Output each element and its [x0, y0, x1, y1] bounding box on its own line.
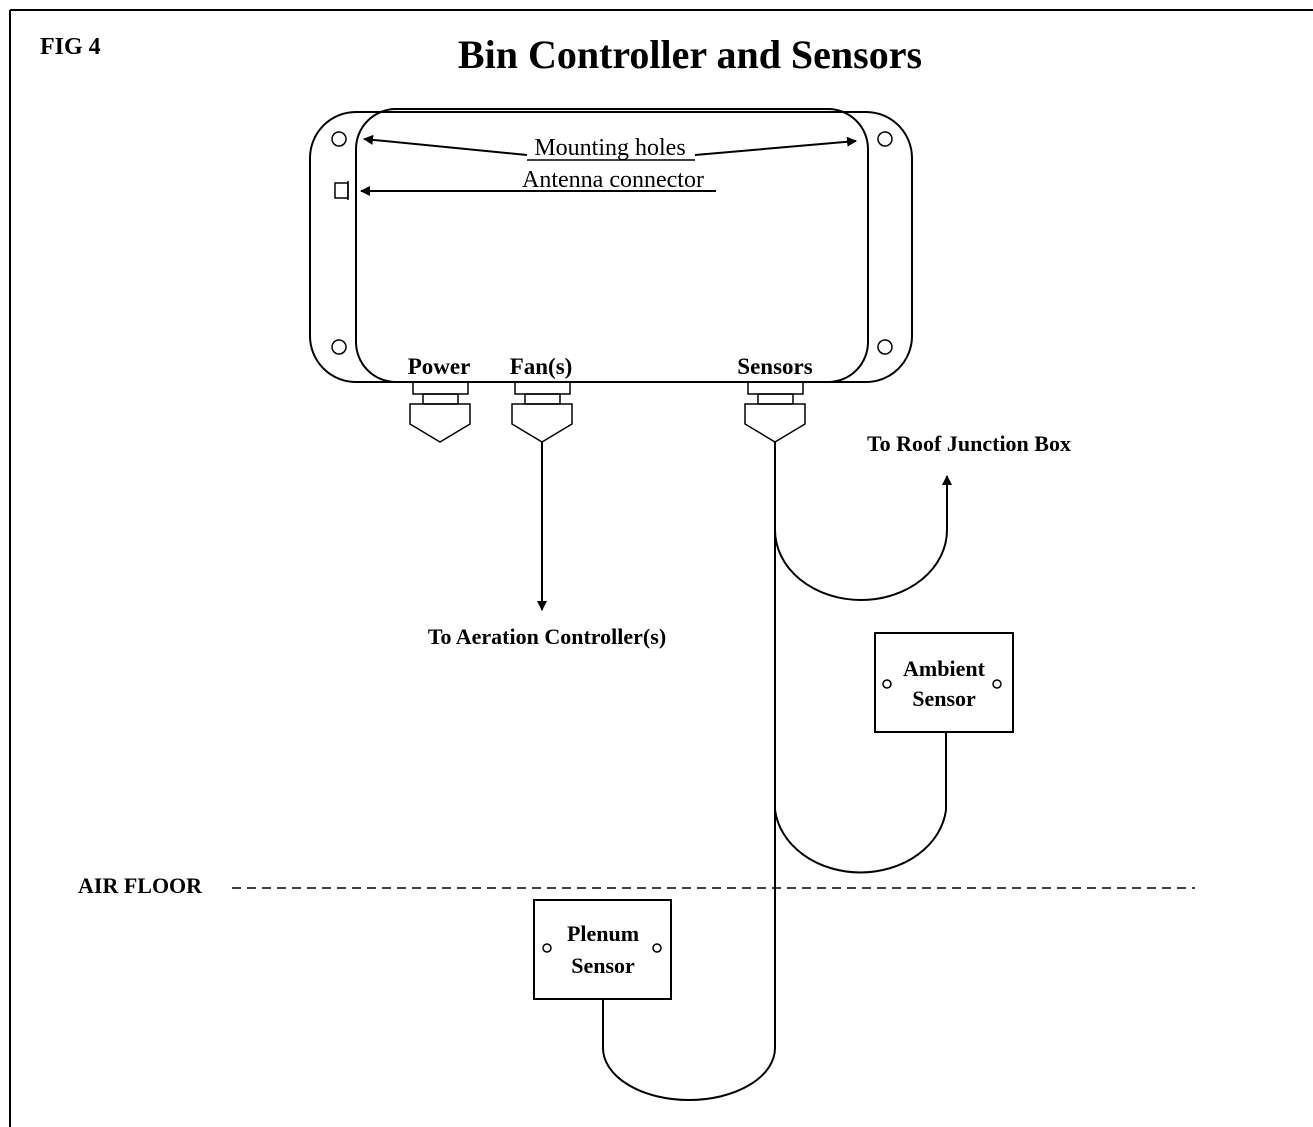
figure-label: FIG 4 [40, 34, 101, 60]
mounting-hole-top-right [877, 131, 893, 147]
ambient-sensor-cable [774, 732, 947, 874]
air-floor: AIR FLOOR [78, 873, 1195, 898]
air-floor-label: AIR FLOOR [78, 873, 203, 898]
plenum-sensor: Plenum Sensor [533, 899, 672, 1000]
mounting-holes-label: Mounting holes [534, 135, 685, 161]
figure-frame [9, 9, 1313, 1127]
diagram-title: Bin Controller and Sensors [458, 32, 922, 77]
mounting-hole-bottom-right [877, 339, 893, 355]
mounting-hole-top-left [331, 131, 347, 147]
power-port-label: Power [408, 354, 471, 379]
plenum-sensor-label-line1: Plenum [567, 921, 639, 946]
ambient-sensor-label-line1: Ambient [903, 656, 986, 681]
aeration-destination-label: To Aeration Controller(s) [428, 624, 666, 649]
roof-junction-destination-label: To Roof Junction Box [867, 431, 1071, 456]
plenum-sensor-cable [602, 999, 776, 1101]
roof-junction-cable: To Roof Junction Box [774, 431, 1071, 601]
mounting-holes-callout: Mounting holes [363, 134, 857, 161]
antenna-connector-callout: Antenna connector [334, 167, 716, 200]
antenna-connector [334, 182, 349, 199]
controller-enclosure [309, 108, 913, 383]
mounting-holes [331, 131, 893, 355]
power-port: Power [408, 354, 471, 443]
ambient-sensor-label-line2: Sensor [912, 686, 976, 711]
plenum-sensor-label-line2: Sensor [571, 953, 635, 978]
sensors-port: Sensors [737, 354, 813, 443]
aeration-cable: To Aeration Controller(s) [428, 442, 666, 649]
antenna-connector-label: Antenna connector [522, 167, 704, 193]
fans-port-label: Fan(s) [510, 354, 573, 379]
mounting-hole-bottom-left [331, 339, 347, 355]
sensors-port-label: Sensors [737, 354, 812, 379]
ambient-sensor: Ambient Sensor [874, 632, 1014, 733]
fans-port: Fan(s) [510, 354, 573, 443]
